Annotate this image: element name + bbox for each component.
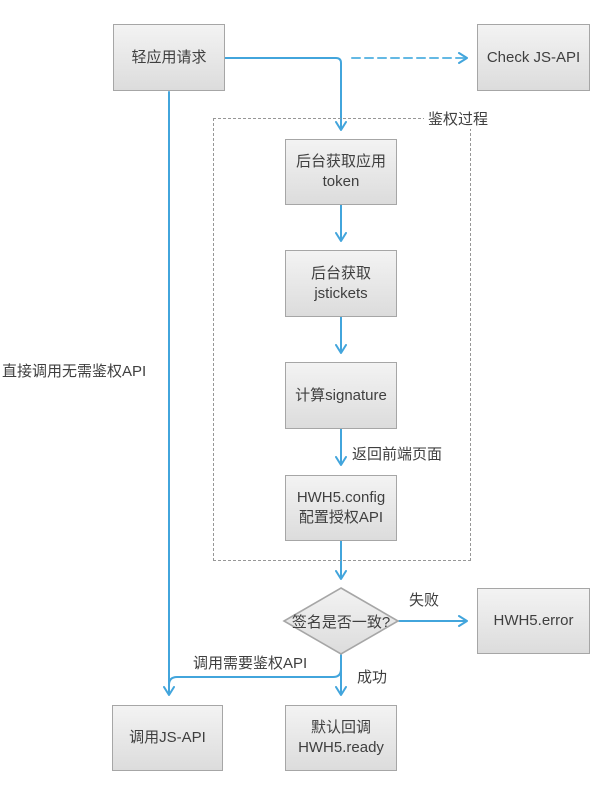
node-light-app-request: 轻应用请求 [113,24,225,91]
node-default-callback: 默认回调 HWH5.ready [285,705,397,771]
edge-label-return-to-front-page: 返回前端页面 [352,446,443,463]
node-call-js-api-label: 调用JS-API [129,729,206,746]
node-get-app-token: 后台获取应用 token [285,139,397,205]
node-hwh5-config-line1: HWH5.config [296,489,386,506]
auth-process-region-label: 鉴权过程 [424,111,493,129]
node-hwh5-config: HWH5.config 配置授权API [285,475,397,541]
edge-label-direct-call-no-auth: 直接调用无需鉴权API [2,363,147,380]
node-call-js-api: 调用JS-API [112,705,223,771]
node-get-jstickets: 后台获取 jstickets [285,250,397,317]
edge-label-success: 成功 [357,669,388,686]
node-default-callback-line2: HWH5.ready [298,739,384,756]
edge-label-call-auth-required: 调用需要鉴权API [193,655,308,672]
decision-signature-match: 签名是否一致? [281,588,401,654]
node-hwh5-error-label: HWH5.error [493,612,574,629]
auth-process-region [213,118,471,561]
connector-request-to-token [224,57,347,131]
node-check-js-api-label: Check JS-API [486,48,581,66]
decision-diamond [282,587,400,655]
node-default-callback-line1: 默认回调 [310,719,371,736]
node-hwh5-error: HWH5.error [477,588,590,654]
node-check-js-api: Check JS-API [477,24,590,91]
node-get-jstickets-line1: 后台获取 [310,264,371,282]
node-calc-signature: 计算signature [285,362,397,429]
node-light-app-request-label: 轻应用请求 [131,48,207,66]
node-get-app-token-line1: 后台获取应用 [295,153,386,170]
node-get-app-token-line2: token [322,173,360,190]
edge-label-fail: 失败 [409,592,440,609]
decision-signature-match-label: 签名是否一致? [291,613,391,631]
node-calc-signature-label: 计算signature [295,386,387,404]
node-hwh5-config-line2: 配置授权API [298,509,384,526]
node-get-jstickets-line2: jstickets [314,284,368,302]
